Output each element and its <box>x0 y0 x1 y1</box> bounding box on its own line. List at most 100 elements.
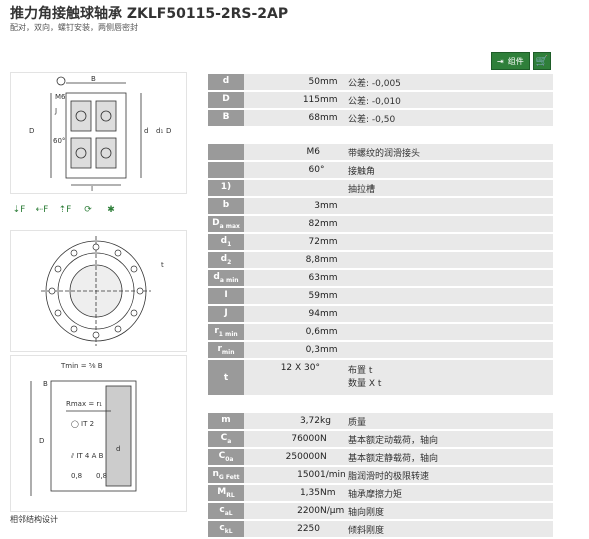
desc-cell <box>348 306 553 322</box>
svg-text:Tmin = ⁵⁄₈ B: Tmin = ⁵⁄₈ B <box>60 362 103 370</box>
unit-cell: mm <box>320 216 348 232</box>
unit-cell: ° <box>320 162 348 178</box>
unit-cell: mm <box>320 270 348 286</box>
svg-text:◯ IT 2: ◯ IT 2 <box>71 420 94 428</box>
symbol-cell: Ca <box>208 431 244 447</box>
value-cell: 68 <box>244 110 320 126</box>
speed-icon: ⟳ <box>84 205 92 215</box>
unit-cell: mm <box>320 324 348 340</box>
table-row: caL 2200 N/µm 轴向刚度 <box>208 503 553 519</box>
unit-cell <box>320 360 348 395</box>
svg-text:⫽ IT 4 A B: ⫽ IT 4 A B <box>70 452 104 460</box>
unit-cell: mm <box>320 110 348 126</box>
row-spacer <box>208 128 553 142</box>
section-drawing-svg: B D J d d₁ D M6 60° I <box>29 75 171 193</box>
value-cell: 94 <box>244 306 320 322</box>
unit-cell: Nm <box>320 485 348 501</box>
symbol-cell: ckL <box>208 521 244 537</box>
unit-cell <box>320 144 348 160</box>
desc-cell: 布置 t 数量 X t <box>348 360 553 395</box>
bearing-front-view: t <box>10 230 187 352</box>
symbol-cell: MRL <box>208 485 244 501</box>
table-row: M6 带螺纹的润滑接头 <box>208 144 553 160</box>
table-row: da min 63 mm <box>208 270 553 286</box>
cart-button[interactable]: 🛒 <box>532 52 551 70</box>
unit-cell: N <box>320 431 348 447</box>
table-row: Da max 82 mm <box>208 216 553 232</box>
svg-text:B: B <box>43 380 48 388</box>
desc-cell <box>348 216 553 232</box>
desc-cell: 接触角 <box>348 162 553 178</box>
page-subtitle: 配对，双向，螺钉安装，两侧唇密封 <box>10 23 138 32</box>
unit-cell: mm <box>320 74 348 90</box>
unit-cell: 1/min <box>320 467 348 483</box>
table-row: C0a 250000 N 基本额定静载荷，轴向 <box>208 449 553 465</box>
symbol-cell: da min <box>208 270 244 286</box>
svg-text:d: d <box>116 445 120 453</box>
desc-cell: 倾斜刚度 <box>348 521 553 537</box>
unit-cell: N/µm <box>320 503 348 519</box>
table-row: r1 min 0,6 mm <box>208 324 553 340</box>
load-moment-icon: ⇡F <box>58 205 72 215</box>
table-row: d1 72 mm <box>208 234 553 250</box>
unit-cell: mm <box>320 288 348 304</box>
table-row: Ca 76000 N 基本额定动载荷，轴向 <box>208 431 553 447</box>
svg-text:D: D <box>166 127 171 135</box>
svg-text:D: D <box>39 437 44 445</box>
bolt-arrangement-text: 布置 t <box>348 365 373 376</box>
bolt-count-text: 数量 X t <box>348 378 382 389</box>
desc-cell: 公差: -0,010 <box>348 92 553 108</box>
value-cell: 50 <box>244 74 320 90</box>
symbol-cell: I <box>208 288 244 304</box>
value-cell: 12 X 30° <box>244 360 320 395</box>
svg-text:M6: M6 <box>55 93 66 101</box>
svg-text:60°: 60° <box>53 137 65 145</box>
unit-cell: kg <box>320 413 348 429</box>
symbol-cell: J <box>208 306 244 322</box>
table-row: m 3,72 kg 质量 <box>208 413 553 429</box>
bearing-section-drawing: B D J d d₁ D M6 60° I <box>10 72 187 194</box>
table-row: J 94 mm <box>208 306 553 322</box>
symbol-cell: t <box>208 360 244 395</box>
action-bar: ⇥ 组件 🛒 <box>491 52 551 70</box>
value-cell: 2250 <box>244 521 320 537</box>
desc-cell <box>348 270 553 286</box>
svg-text:d₁: d₁ <box>156 127 163 135</box>
table-row: B 68 mm 公差: -0,50 <box>208 110 553 126</box>
unit-cell: mm <box>320 234 348 250</box>
symbol-cell: 1) <box>208 180 244 196</box>
desc-cell <box>348 342 553 358</box>
desc-cell <box>348 252 553 268</box>
svg-text:J: J <box>54 107 57 115</box>
svg-text:d: d <box>144 127 148 135</box>
symbol-cell: B <box>208 110 244 126</box>
mounting-drawing-svg: Tmin = ⁵⁄₈ B B Rmax = r₁ ◯ IT 2 D ⫽ IT 4… <box>30 362 137 496</box>
value-cell: 63 <box>244 270 320 286</box>
svg-text:D: D <box>29 127 34 135</box>
table-row: I 59 mm <box>208 288 553 304</box>
desc-cell: 公差: -0,50 <box>348 110 553 126</box>
table-row: rmin 0,3 mm <box>208 342 553 358</box>
value-cell: 72 <box>244 234 320 250</box>
value-cell: 82 <box>244 216 320 232</box>
table-row: t 12 X 30° 布置 t 数量 X t <box>208 360 553 395</box>
symbol-cell: rmin <box>208 342 244 358</box>
value-cell: 8,8 <box>244 252 320 268</box>
svg-text:0,8: 0,8 <box>96 472 107 480</box>
table-row: d2 8,8 mm <box>208 252 553 268</box>
page-title: 推力角接触球轴承 ZKLF50115-2RS-2AP <box>10 6 289 22</box>
caption-mounting-design: 相邻结构设计 <box>10 515 58 524</box>
value-cell: 250000 <box>244 449 320 465</box>
value-cell: 3,72 <box>244 413 320 429</box>
value-cell <box>244 180 320 196</box>
desc-cell <box>348 198 553 214</box>
desc-cell <box>348 234 553 250</box>
symbol-cell: d1 <box>208 234 244 250</box>
value-cell: 0,6 <box>244 324 320 340</box>
value-cell: 0,3 <box>244 342 320 358</box>
table-row: d 50 mm 公差: -0,005 <box>208 74 553 90</box>
component-button-label: 组件 <box>507 56 524 66</box>
symbol-cell <box>208 144 244 160</box>
svg-text:0,8: 0,8 <box>71 472 82 480</box>
component-button[interactable]: ⇥ 组件 <box>491 52 530 70</box>
